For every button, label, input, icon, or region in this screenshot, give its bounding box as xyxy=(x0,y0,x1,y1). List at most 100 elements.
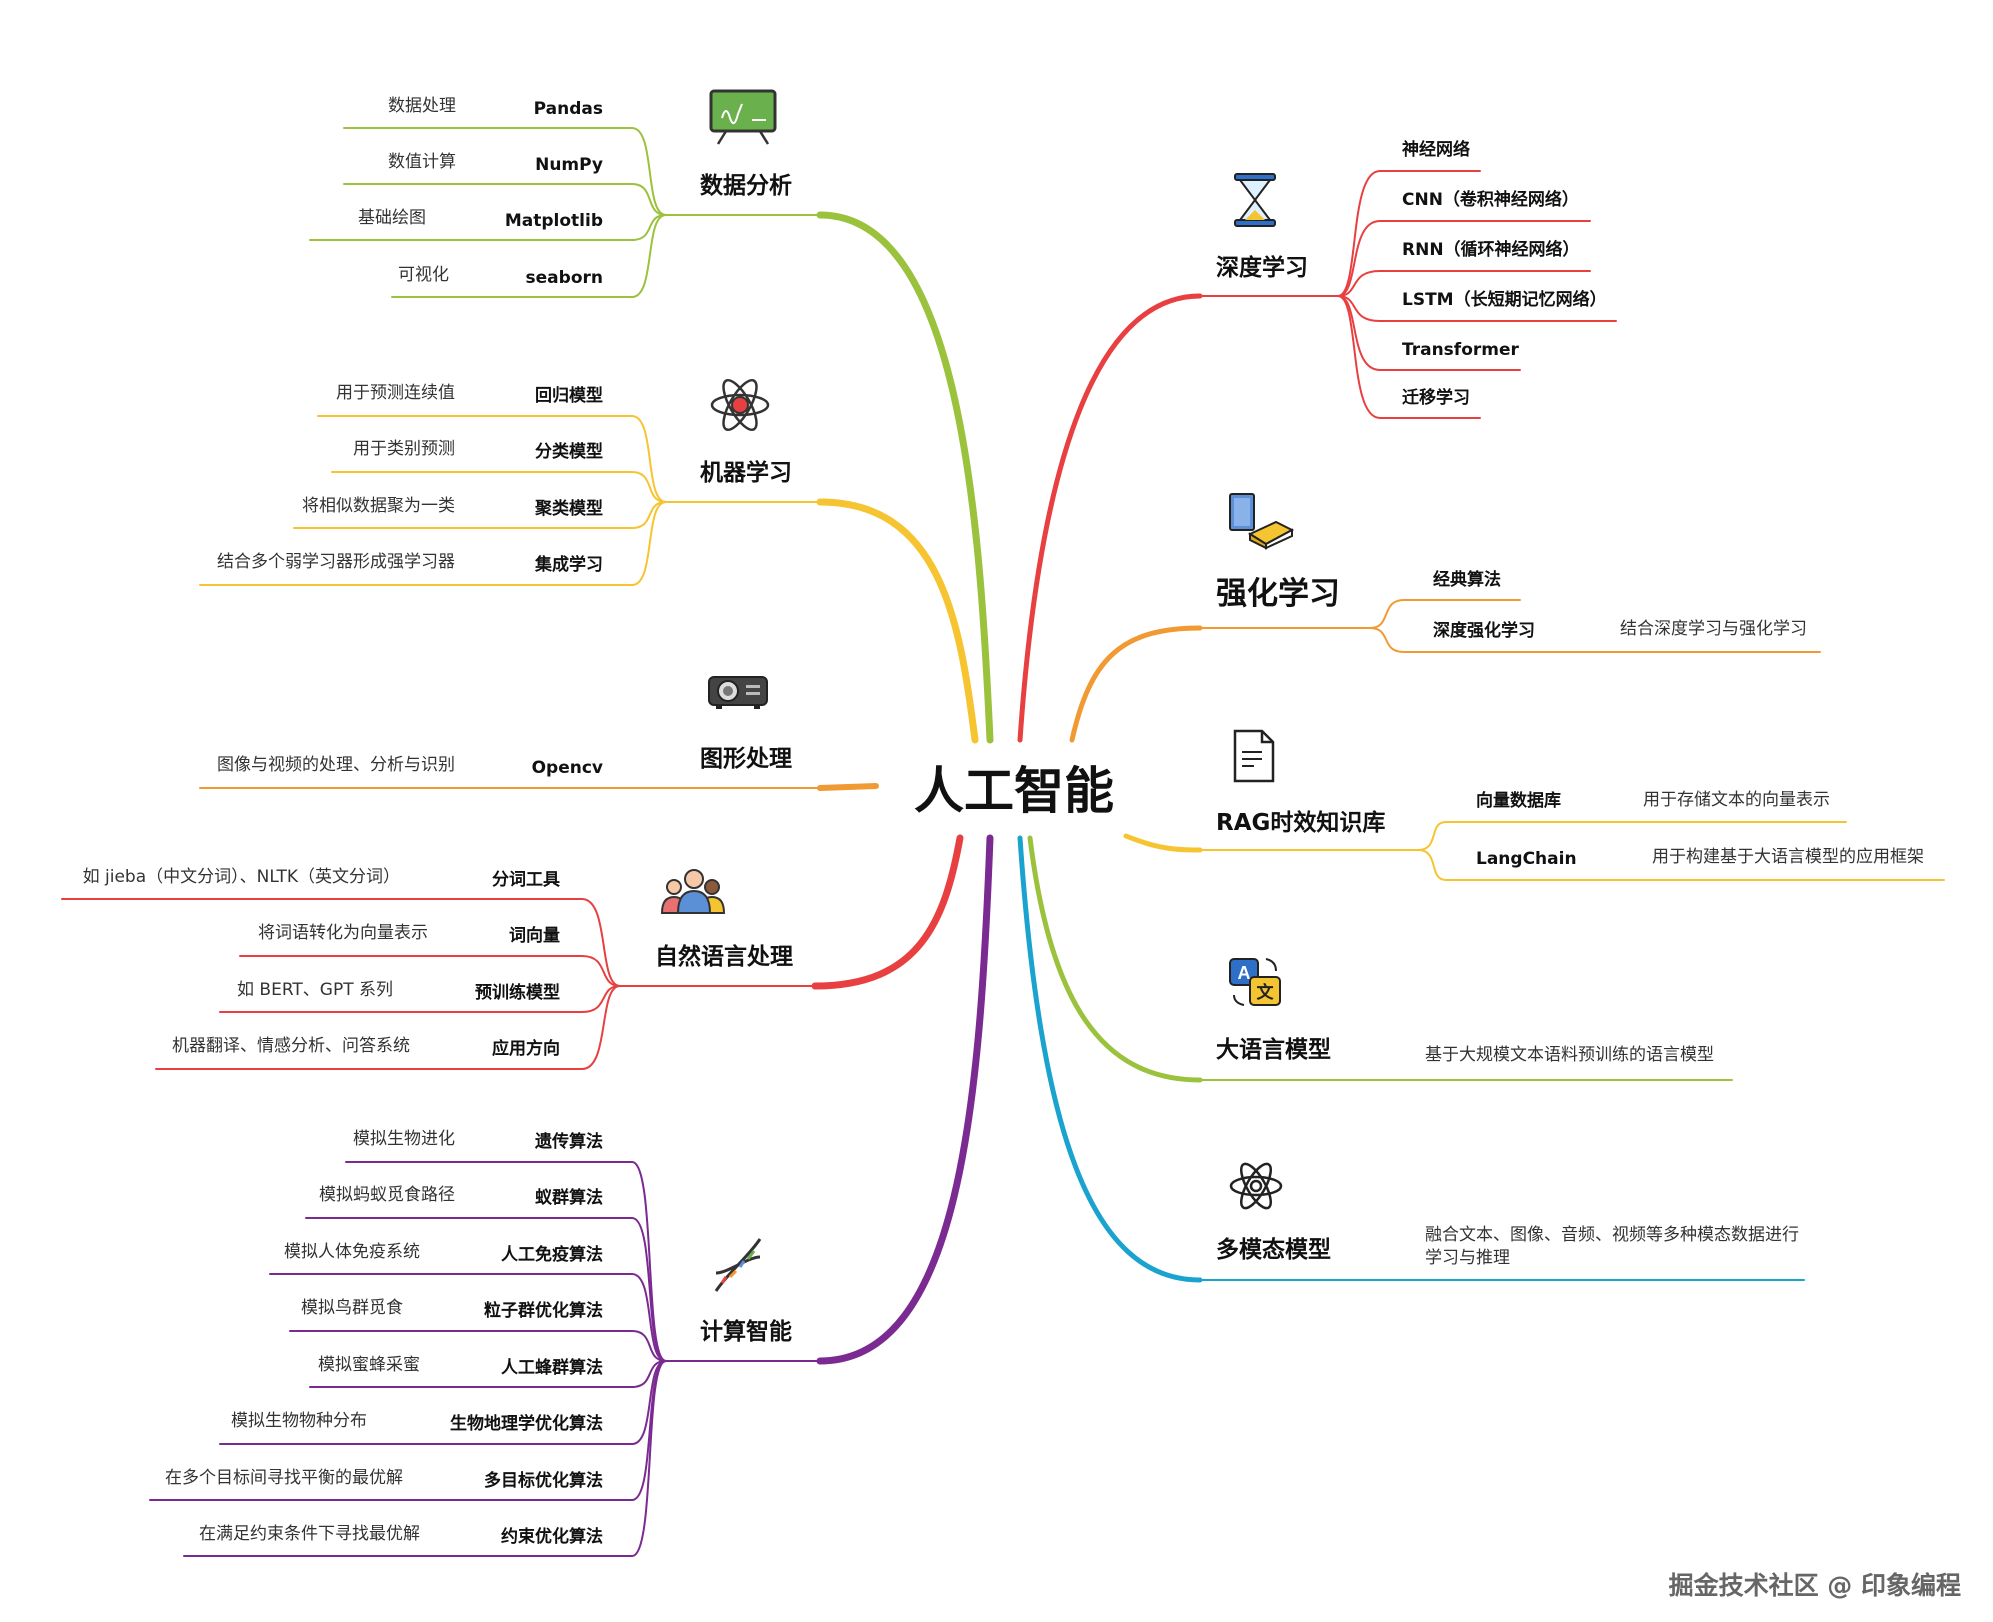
child-vector-db: 向量数据库 xyxy=(1476,791,1561,811)
leaf-regression-desc: 用于预测连续值 xyxy=(336,383,455,403)
child-ga: 遗传算法 xyxy=(535,1132,603,1152)
deep_learning-fan-0 xyxy=(1337,170,1381,297)
child-classic-algorithms: 经典算法 xyxy=(1433,570,1501,590)
atom-icon xyxy=(710,378,770,432)
leaf-pso-desc: 模拟鸟群觅食 xyxy=(301,1298,403,1318)
child-cnn: CNN（卷积神经网络） xyxy=(1402,190,1579,210)
branch-image-processing: 图形处理 xyxy=(700,746,792,772)
deep_learning-fan-4 xyxy=(1337,295,1381,371)
leaf-classification-desc: 用于类别预测 xyxy=(353,439,455,459)
branch-nlp: 自然语言处理 xyxy=(655,944,793,970)
image_processing-main-line xyxy=(817,783,879,791)
center-topic: 人工智能 xyxy=(914,762,1114,820)
deep_learning-fan-3 xyxy=(1337,295,1381,322)
child-opencv: Opencv xyxy=(531,758,603,778)
rag-fan-1 xyxy=(1417,849,1447,881)
computational_intelligence-fan-3 xyxy=(631,1330,667,1362)
computational_intelligence-fan-7 xyxy=(631,1360,667,1557)
child-pretrained: 预训练模型 xyxy=(475,983,560,1003)
svg-text:文: 文 xyxy=(1257,982,1275,1003)
child-bbo: 生物地理学优化算法 xyxy=(450,1414,603,1434)
child-transfer-learning: 迁移学习 xyxy=(1402,388,1470,408)
data_analysis-main-line xyxy=(816,211,994,744)
machine_learning-fan-3 xyxy=(631,501,667,586)
child-matplotlib: Matplotlib xyxy=(504,211,603,231)
child-regression: 回归模型 xyxy=(535,386,603,406)
child-abc: 人工蜂群算法 xyxy=(501,1358,603,1378)
child-classification: 分类模型 xyxy=(535,442,603,462)
deep_learning-fan-1 xyxy=(1337,220,1381,297)
leaf-numpy-desc: 数值计算 xyxy=(388,152,456,172)
child-ais: 人工免疫算法 xyxy=(501,1245,603,1265)
child-rnn: RNN（循环神经网络） xyxy=(1402,240,1580,260)
child-clustering: 聚类模型 xyxy=(535,499,603,519)
leaf-abc-desc: 模拟蜜蜂采蜜 xyxy=(318,1355,420,1375)
leaf-ga-desc: 模拟生物进化 xyxy=(353,1129,455,1149)
deep_learning-fan-5 xyxy=(1337,295,1381,419)
branch-data-analysis: 数据分析 xyxy=(700,173,792,199)
branch-computational-intelligence: 计算智能 xyxy=(700,1319,792,1345)
leaf-bbo-desc: 模拟生物物种分布 xyxy=(231,1411,367,1431)
leaf-multimodal-desc: 融合文本、图像、音频、视频等多种模态数据进行学习与推理 xyxy=(1425,1225,1799,1268)
child-pso: 粒子群优化算法 xyxy=(484,1301,603,1321)
people-icon xyxy=(660,869,726,914)
leaf-ais-desc: 模拟人体免疫系统 xyxy=(284,1242,420,1262)
leaf-seaborn-desc: 可视化 xyxy=(398,265,449,285)
leaf-pandas-desc: 数据处理 xyxy=(388,96,456,116)
multimodal-main-line xyxy=(1017,835,1203,1283)
machine_learning-main-line xyxy=(816,498,979,744)
child-transformer: Transformer xyxy=(1402,340,1519,360)
hourglass-icon xyxy=(1234,173,1276,227)
machine_learning-fan-1 xyxy=(631,471,667,503)
rag-main-line xyxy=(1123,833,1203,853)
svg-text:A: A xyxy=(1238,963,1251,983)
branch-multimodal: 多模态模型 xyxy=(1216,1237,1331,1263)
nlp-fan-2 xyxy=(581,985,621,1013)
llm-main-line xyxy=(1027,835,1203,1083)
child-pandas: Pandas xyxy=(533,99,603,119)
nlp-main-line xyxy=(811,834,964,990)
projector-icon xyxy=(708,676,768,709)
reinforcement_learning-fan-0 xyxy=(1369,599,1405,629)
child-ensemble: 集成学习 xyxy=(535,555,603,575)
leaf-opencv-desc: 图像与视频的处理、分析与识别 xyxy=(217,755,455,775)
child-tokenizer: 分词工具 xyxy=(492,870,560,890)
nlp-fan-3 xyxy=(581,985,621,1070)
branch-deep-learning: 深度学习 xyxy=(1216,255,1308,281)
leaf-tokenizer-desc: 如 jieba（中文分词）、NLTK（英文分词） xyxy=(82,867,400,887)
computational_intelligence-fan-2 xyxy=(631,1273,667,1362)
deep_learning-main-line xyxy=(1017,293,1203,743)
child-moo: 多目标优化算法 xyxy=(484,1471,603,1491)
leaf-word-vector-desc: 将词语转化为向量表示 xyxy=(258,923,428,943)
translate-icon: A 文 xyxy=(1229,958,1281,1006)
data_analysis-fan-0 xyxy=(631,127,667,216)
child-applications: 应用方向 xyxy=(492,1039,560,1059)
leaf-aco-desc: 模拟蚂蚁觅食路径 xyxy=(319,1185,455,1205)
child-langchain: LangChain xyxy=(1476,849,1577,869)
machine_learning-fan-0 xyxy=(631,415,667,503)
reinforcement_learning-fan-1 xyxy=(1369,627,1405,653)
chalkboard-icon xyxy=(709,89,777,145)
nlp-fan-0 xyxy=(581,898,621,987)
branch-machine-learning: 机器学习 xyxy=(700,460,792,486)
dna-icon xyxy=(714,1238,762,1292)
leaf-coo-desc: 在满足约束条件下寻找最优解 xyxy=(199,1524,420,1544)
leaf-moo-desc: 在多个目标间寻找平衡的最优解 xyxy=(165,1468,403,1488)
branch-llm: 大语言模型 xyxy=(1216,1037,1331,1063)
machine_learning-fan-2 xyxy=(631,501,667,529)
leaf-vector-db-desc: 用于存储文本的向量表示 xyxy=(1643,790,1830,810)
books-icon xyxy=(1229,493,1295,550)
child-seaborn: seaborn xyxy=(525,268,603,288)
leaf-applications-desc: 机器翻译、情感分析、问答系统 xyxy=(172,1036,410,1056)
document-icon xyxy=(1233,729,1275,783)
deep_learning-fan-2 xyxy=(1337,270,1381,297)
atom-outline-icon xyxy=(1229,1162,1283,1210)
child-deep-rl: 深度强化学习 xyxy=(1433,621,1535,641)
reinforcement_learning-main-line xyxy=(1069,625,1203,743)
child-coo: 约束优化算法 xyxy=(501,1527,603,1547)
data_analysis-fan-3 xyxy=(631,214,667,298)
child-numpy: NumPy xyxy=(535,155,603,175)
leaf-clustering-desc: 将相似数据聚为一类 xyxy=(302,496,455,516)
